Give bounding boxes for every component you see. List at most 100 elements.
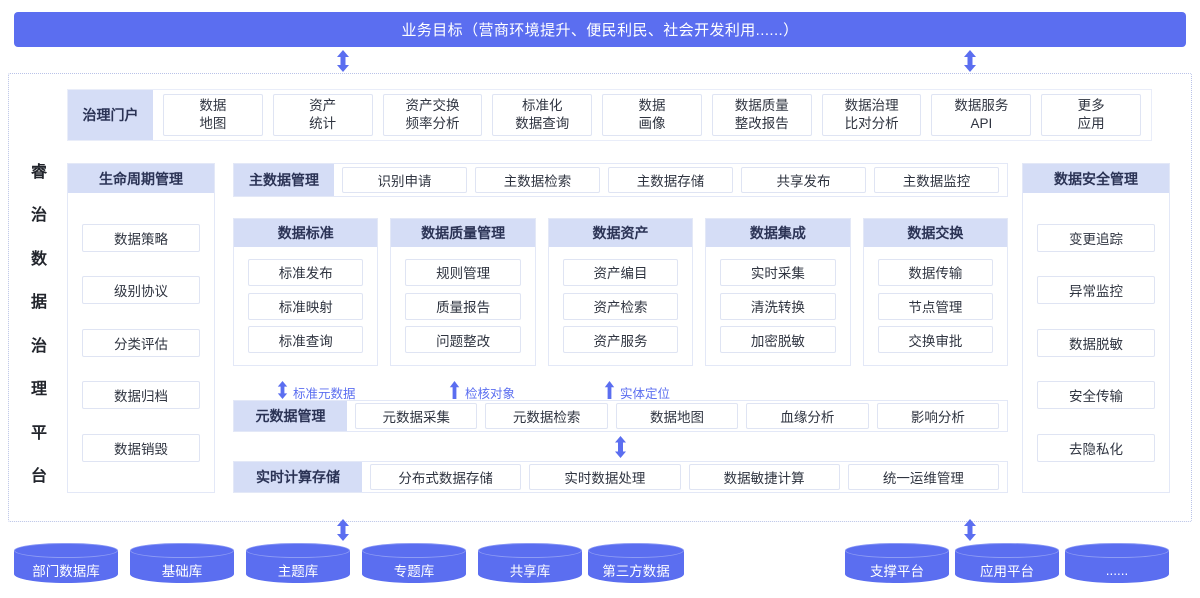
column-data-quality: 数据质量管理 规则管理 质量报告 问题整改	[390, 218, 536, 366]
portal-item-line1: 数据	[638, 97, 666, 113]
lifecycle-item-list: 数据策略 级别协议 分类评估 数据归档 数据销毁	[68, 193, 214, 492]
platform-title-char: 治	[30, 207, 47, 225]
lifecycle-item-data-strategy[interactable]: 数据策略	[82, 223, 200, 252]
portal-item-line1: 数据	[199, 97, 227, 113]
portal-item-line2: 整改报告	[734, 116, 789, 131]
cylinder-label: 主题库	[277, 564, 319, 579]
column-item-quality-report[interactable]: 质量报告	[405, 292, 521, 320]
portal-item-governance-comparison[interactable]: 数据治理 比对分析	[821, 94, 922, 136]
cylinder-top	[362, 543, 466, 558]
column-data-exchange: 数据交换 数据传输 节点管理 交换审批	[862, 218, 1009, 366]
column-item-issue-rectification[interactable]: 问题整改	[405, 326, 521, 354]
master-data-item-storage[interactable]: 主数据存储	[608, 167, 733, 193]
data-source-cylinder-subject-db[interactable]: 主题库	[246, 543, 350, 586]
metadata-item-lineage-analysis[interactable]: 血缘分析	[746, 403, 869, 429]
data-source-cylinder-support-platform[interactable]: 支撑平台	[845, 543, 949, 586]
column-item-asset-search[interactable]: 资产检索	[562, 292, 679, 320]
data-source-cylinder-third-party[interactable]: 第三方数据	[588, 543, 684, 586]
portal-item-line2: 数据查询	[515, 116, 570, 131]
master-data-item-list: 识别申请 主数据检索 主数据存储 共享发布 主数据监控	[334, 164, 1007, 196]
lifecycle-management-panel: 生命周期管理 数据策略 级别协议 分类评估 数据归档 数据销毁	[67, 163, 215, 493]
lifecycle-title: 生命周期管理	[68, 164, 214, 193]
platform-title-char: 治	[30, 337, 47, 355]
security-item-deprivatization[interactable]: 去隐私化	[1037, 433, 1155, 462]
portal-item-standardized-query[interactable]: 标准化 数据查询	[492, 94, 593, 136]
platform-title-char: 平	[30, 424, 47, 442]
column-item-asset-catalog[interactable]: 资产编目	[562, 258, 679, 286]
lifecycle-item-classification-assessment[interactable]: 分类评估	[82, 328, 200, 357]
up-arrow-icon	[604, 381, 615, 404]
data-source-cylinder-more[interactable]: ......	[1065, 543, 1169, 586]
lifecycle-item-data-archiving[interactable]: 数据归档	[82, 381, 200, 409]
column-title: 数据质量管理	[391, 219, 535, 247]
cylinder-label: ......	[1105, 562, 1129, 578]
portal-item-data-profile[interactable]: 数据 画像	[602, 94, 702, 136]
column-item-standard-publish[interactable]: 标准发布	[248, 258, 364, 286]
data-source-cylinder-application-platform[interactable]: 应用平台	[955, 543, 1059, 586]
cylinder-label: 支撑平台	[870, 564, 924, 579]
double-arrow-icon	[277, 381, 288, 404]
realtime-item-realtime-processing[interactable]: 实时数据处理	[529, 464, 681, 490]
metadata-item-impact-analysis[interactable]: 影响分析	[876, 403, 1000, 429]
portal-item-line2: 比对分析	[844, 116, 899, 131]
master-data-item-share-publish[interactable]: 共享发布	[741, 167, 866, 193]
master-data-item-search[interactable]: 主数据检索	[475, 167, 600, 193]
cylinder-label: 专题库	[393, 564, 435, 579]
master-data-label: 主数据管理	[234, 164, 334, 196]
portal-item-line2: 地图	[199, 116, 227, 131]
data-source-cylinder-topic-db[interactable]: 专题库	[362, 543, 466, 586]
column-item-exchange-approval[interactable]: 交换审批	[877, 326, 994, 354]
column-item-asset-service[interactable]: 资产服务	[562, 326, 679, 354]
security-item-anomaly-monitoring[interactable]: 异常监控	[1037, 276, 1155, 304]
column-item-encrypt-mask[interactable]: 加密脱敏	[720, 326, 836, 354]
cylinder-top	[246, 543, 350, 558]
governance-portal-row: 治理门户 数据 地图 资产 统计 资产交换 频率分析 标准化 数据查询 数据 画…	[67, 89, 1152, 141]
portal-item-data-service-api[interactable]: 数据服务 API	[931, 94, 1032, 136]
metadata-item-collection[interactable]: 元数据采集	[355, 403, 478, 429]
cylinder-top	[955, 543, 1059, 558]
portal-item-line1: 数据质量	[734, 97, 789, 113]
column-data-asset: 数据资产 资产编目 资产检索 资产服务	[547, 218, 694, 366]
realtime-item-agile-computing[interactable]: 数据敏捷计算	[688, 464, 840, 490]
portal-item-asset-exchange-frequency[interactable]: 资产交换 频率分析	[382, 94, 483, 136]
portal-item-line2: 统计	[309, 116, 337, 131]
cylinder-label: 第三方数据	[602, 564, 670, 579]
banner-title: 业务目标（营商环境提升、便民利民、社会开发利用......）	[401, 22, 799, 39]
realtime-item-distributed-storage[interactable]: 分布式数据存储	[370, 464, 522, 490]
data-source-cylinder-dept-db[interactable]: 部门数据库	[14, 543, 118, 586]
annotation-standard-metadata: 标准元数据	[277, 381, 356, 404]
column-item-list: 资产编目 资产检索 资产服务	[549, 247, 692, 365]
column-item-clean-transform[interactable]: 清洗转换	[720, 292, 836, 320]
portal-item-line1: 资产交换	[405, 97, 460, 113]
data-source-cylinder-base-db[interactable]: 基础库	[130, 543, 234, 586]
column-item-rule-management[interactable]: 规则管理	[405, 258, 521, 286]
master-data-row: 主数据管理 识别申请 主数据检索 主数据存储 共享发布 主数据监控	[233, 163, 1008, 197]
portal-item-more-apps[interactable]: 更多 应用	[1041, 94, 1142, 136]
lifecycle-item-data-destruction[interactable]: 数据销毁	[82, 433, 200, 462]
annotation-label: 实体定位	[620, 387, 671, 401]
security-item-data-masking[interactable]: 数据脱敏	[1037, 328, 1155, 357]
security-item-secure-transfer[interactable]: 安全传输	[1037, 381, 1155, 409]
realtime-label: 实时计算存储	[234, 462, 362, 492]
realtime-item-unified-ops[interactable]: 统一运维管理	[847, 464, 999, 490]
double-arrow-icon-banner-left	[336, 50, 350, 72]
data-source-cylinder-shared-db[interactable]: 共享库	[478, 543, 582, 586]
portal-item-asset-stats[interactable]: 资产 统计	[272, 94, 373, 136]
master-data-item-identify-request[interactable]: 识别申请	[342, 167, 467, 193]
column-item-data-transfer[interactable]: 数据传输	[877, 258, 994, 286]
portal-item-quality-report[interactable]: 数据质量 整改报告	[711, 94, 812, 136]
master-data-item-monitoring[interactable]: 主数据监控	[874, 167, 999, 193]
portal-item-line2: 频率分析	[405, 116, 460, 131]
column-item-realtime-collection[interactable]: 实时采集	[720, 258, 836, 286]
portal-item-data-map[interactable]: 数据 地图	[163, 94, 263, 136]
double-arrow-icon-metadata-realtime	[614, 436, 627, 458]
column-item-standard-mapping[interactable]: 标准映射	[248, 292, 364, 320]
metadata-item-search[interactable]: 元数据检索	[485, 403, 608, 429]
security-title: 数据安全管理	[1023, 164, 1169, 193]
metadata-item-data-map[interactable]: 数据地图	[615, 403, 739, 429]
security-item-change-tracking[interactable]: 变更追踪	[1037, 223, 1155, 252]
lifecycle-item-level-agreement[interactable]: 级别协议	[82, 276, 200, 304]
column-item-node-management[interactable]: 节点管理	[877, 292, 994, 320]
column-item-standard-query[interactable]: 标准查询	[248, 326, 364, 354]
